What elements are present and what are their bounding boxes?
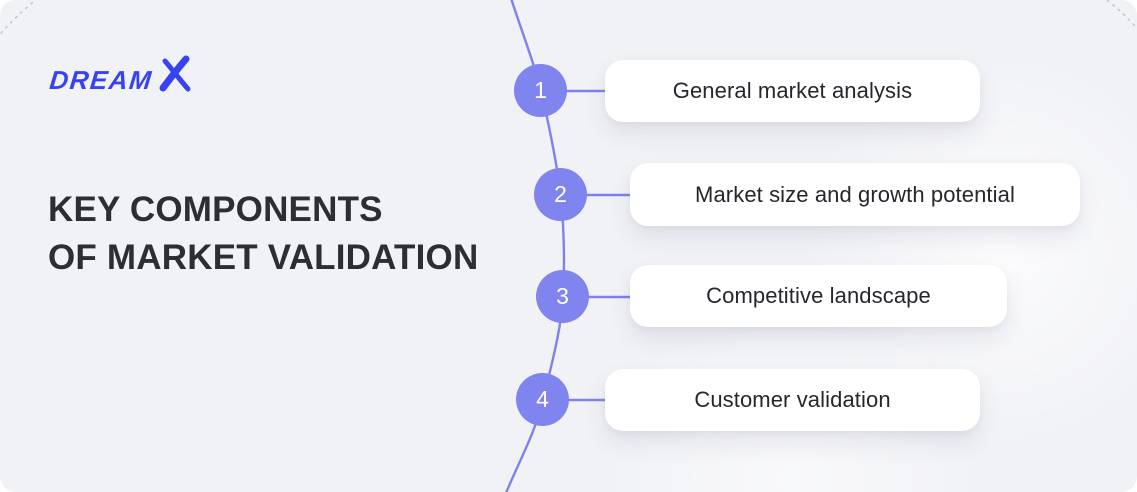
title-line-1: KEY COMPONENTS bbox=[48, 190, 383, 229]
step-number: 1 bbox=[534, 77, 547, 103]
title-line-2: OF MARKET VALIDATION bbox=[48, 238, 479, 277]
step-label: Customer validation bbox=[694, 387, 891, 412]
step-number: 3 bbox=[556, 283, 569, 309]
step-label-box-4: Customer validation bbox=[605, 369, 980, 431]
page-title: KEY COMPONENTS OF MARKET VALIDATION bbox=[48, 186, 478, 282]
step-label-box-1: General market analysis bbox=[605, 60, 980, 122]
step-label: General market analysis bbox=[672, 78, 913, 103]
step-node-1: 1 bbox=[514, 64, 567, 117]
step-label-box-2: Market size and growth potential bbox=[630, 163, 1080, 226]
logo-x-mark-icon bbox=[155, 54, 195, 99]
step-label: Competitive landscape bbox=[706, 283, 931, 308]
brand-logo: DREAM bbox=[48, 54, 195, 99]
step-label: Market size and growth potential bbox=[695, 181, 1015, 207]
brand-logo-text: DREAM bbox=[48, 65, 155, 95]
step-number: 4 bbox=[536, 386, 549, 412]
step-node-2: 2 bbox=[534, 168, 587, 221]
step-node-4: 4 bbox=[516, 373, 569, 426]
step-node-3: 3 bbox=[536, 270, 589, 323]
step-number: 2 bbox=[554, 181, 567, 207]
step-label-box-3: Competitive landscape bbox=[630, 265, 1007, 327]
